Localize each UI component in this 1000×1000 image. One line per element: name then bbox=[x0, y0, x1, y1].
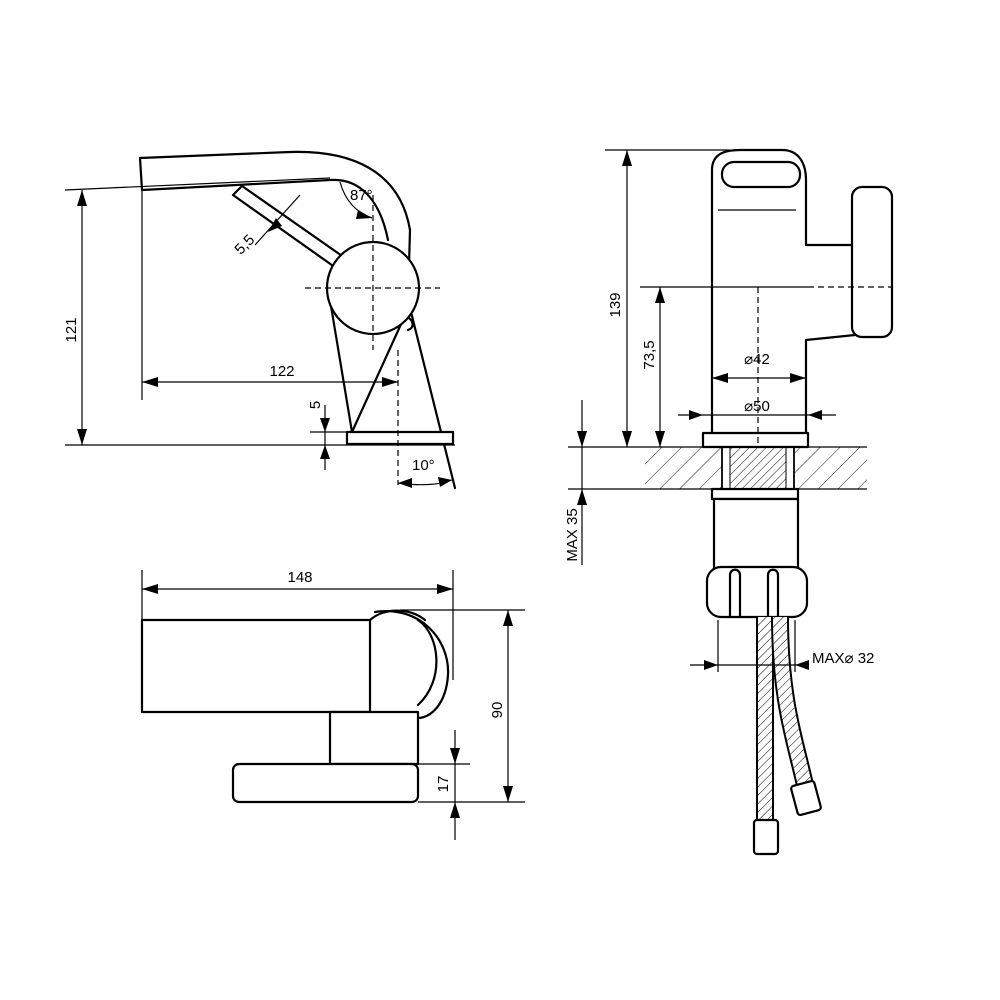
top-dim-length: 148 bbox=[287, 569, 312, 586]
front-logo-slot bbox=[720, 160, 802, 189]
side-dim-height: 121 bbox=[63, 317, 80, 342]
top-dim-plate: 17 bbox=[435, 776, 452, 793]
side-lever bbox=[231, 184, 347, 270]
top-handle-plate bbox=[231, 762, 420, 804]
front-dim-counter: MAX 35 bbox=[564, 508, 581, 561]
top-dim-depth: 90 bbox=[489, 702, 506, 719]
front-base-ring bbox=[701, 431, 810, 449]
top-neck bbox=[328, 710, 420, 766]
front-dim-axis: 73,5 bbox=[641, 340, 658, 369]
front-body bbox=[710, 148, 857, 435]
side-base-plate bbox=[345, 430, 455, 446]
front-dim-body: ⌀42 bbox=[744, 351, 770, 368]
side-dim-base: 5 bbox=[307, 401, 324, 409]
side-angle-tilt: 10° bbox=[412, 457, 435, 474]
front-hose-nut-right bbox=[790, 779, 822, 817]
front-mounting-nut bbox=[712, 497, 800, 571]
front-dim-base: ⌀50 bbox=[744, 398, 770, 415]
top-spout-body bbox=[140, 618, 372, 714]
side-dim-lever: 5,5 bbox=[231, 231, 258, 258]
side-dim-reach: 122 bbox=[269, 363, 294, 380]
side-view: 121 122 5 87° 5,5 10° bbox=[63, 150, 457, 490]
top-cartridge bbox=[373, 610, 450, 720]
side-spout-body bbox=[138, 150, 457, 490]
front-view: 139 73,5 ⌀42 ⌀50 MAX 35 MAX⌀ 32 bbox=[564, 148, 894, 856]
front-dim-height: 139 bbox=[607, 292, 624, 317]
top-view: 148 90 17 bbox=[140, 569, 525, 840]
front-handle bbox=[850, 185, 894, 339]
front-hose-nut-left bbox=[752, 818, 780, 856]
front-dim-hole: MAX⌀ 32 bbox=[812, 650, 874, 667]
side-angle-lever: 87° bbox=[350, 187, 373, 204]
